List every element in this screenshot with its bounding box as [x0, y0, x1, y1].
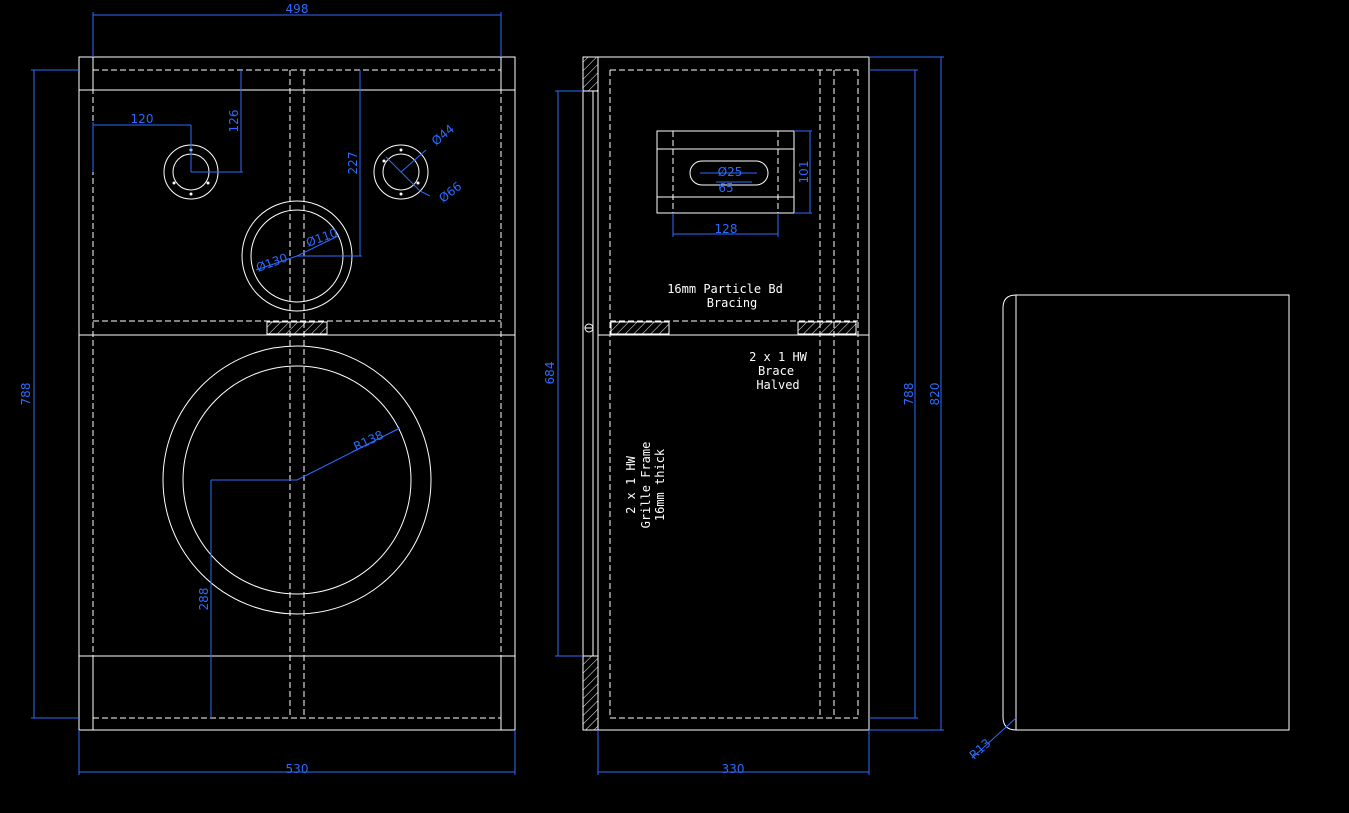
- bass-port: [656, 130, 795, 214]
- front-view: 498 530 788 120 126 227 Ø44 Ø66 Ø110 Ø13…: [19, 2, 516, 776]
- dim-width-bottom: 530: [286, 762, 309, 776]
- dim-corner-radius: R13: [967, 736, 994, 762]
- side-brace-hatch-left: [610, 321, 670, 335]
- dim-tweeter-outer-dia: Ø66: [436, 179, 464, 205]
- side-outline: [597, 56, 870, 731]
- front-brace-hatch: [266, 321, 328, 335]
- dim-port-width: 128: [715, 222, 738, 236]
- front-outline: [78, 56, 516, 731]
- top-view: R13: [967, 294, 1290, 762]
- note-bracing-line1: 16mm Particle Bd: [667, 282, 783, 296]
- side-front-hatch-top: [582, 56, 599, 92]
- note-brace-line3: Halved: [756, 378, 799, 392]
- side-front-hatch-bottom: [582, 655, 599, 731]
- note-brace-line1: 2 x 1 HW: [749, 350, 808, 364]
- dim-port-slot: 65: [718, 181, 733, 195]
- dim-outer-height: 820: [928, 383, 942, 406]
- dim-woofer-y: 288: [197, 588, 211, 611]
- side-view: Ø25 65 128 101 16mm Particle Bd Bracing …: [543, 56, 944, 776]
- side-brace-hatch-right: [797, 321, 857, 335]
- note-grille-line1: 2 x 1 HW: [624, 455, 638, 514]
- dim-port-dia: Ø25: [718, 165, 743, 179]
- dim-woofer-radius: R138: [351, 428, 385, 454]
- dim-mid-inner-dia: Ø110: [304, 226, 339, 250]
- note-grille-line3: 16mm thick: [653, 448, 667, 521]
- note-grille-line2: Grille Frame: [639, 442, 653, 529]
- tweeter-right: [373, 144, 431, 200]
- dim-inner-height: 788: [902, 383, 916, 406]
- dim-mid-outer-dia: Ø130: [254, 251, 289, 275]
- top-outline: [1002, 294, 1290, 731]
- woofer-driver: [162, 345, 432, 615]
- dim-tweeter-x: 120: [131, 112, 154, 126]
- grille-frame: [582, 90, 599, 657]
- dim-mid-y: 227: [346, 152, 360, 175]
- dim-width-top: 498: [286, 2, 309, 16]
- dim-depth: 330: [722, 762, 745, 776]
- dim-height: 788: [19, 383, 33, 406]
- dim-port-height: 101: [797, 161, 811, 184]
- note-brace-line2: Brace: [758, 364, 794, 378]
- dim-tweeter-inner-dia: Ø44: [429, 122, 457, 149]
- dim-tweeter-y: 126: [227, 110, 241, 133]
- note-bracing-line2: Bracing: [707, 296, 758, 310]
- dim-grille-height: 684: [543, 362, 557, 385]
